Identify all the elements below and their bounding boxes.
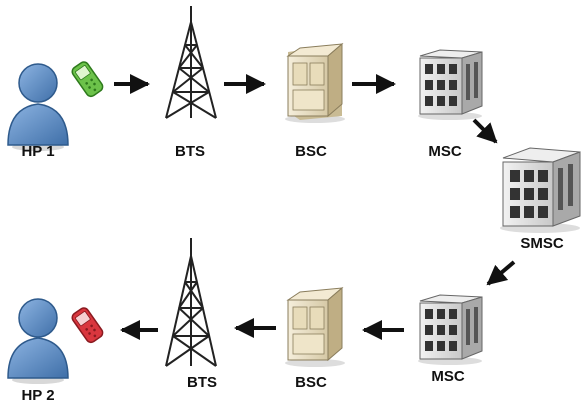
bts1-tower-icon [165, 6, 217, 119]
msc2-building-icon [418, 294, 483, 365]
smsc-building-icon [500, 147, 581, 233]
bts2-label: BTS [187, 374, 217, 391]
hp2-label: HP 2 [21, 387, 55, 404]
bts2-tower-icon [165, 238, 217, 367]
bts1-label: BTS [175, 143, 205, 160]
red-mobile-phone-icon [71, 307, 104, 344]
bsc1-cabinet-icon [285, 42, 345, 123]
bsc2-cabinet-icon [285, 286, 345, 367]
msc1-label: MSC [428, 143, 462, 160]
green-mobile-phone-icon [71, 61, 104, 98]
bsc1-label: BSC [295, 143, 327, 160]
hp2-person-icon [7, 298, 69, 384]
bsc2-label: BSC [295, 374, 327, 391]
hp1-label: HP 1 [21, 143, 55, 160]
arrow-msc1-to-smsc [472, 118, 498, 144]
hp1-person-icon [7, 63, 69, 151]
msc2-label: MSC [431, 368, 465, 385]
arrow-smsc-to-msc2 [486, 260, 516, 286]
smsc-label: SMSC [520, 235, 564, 252]
msc1-building-icon [418, 49, 483, 120]
